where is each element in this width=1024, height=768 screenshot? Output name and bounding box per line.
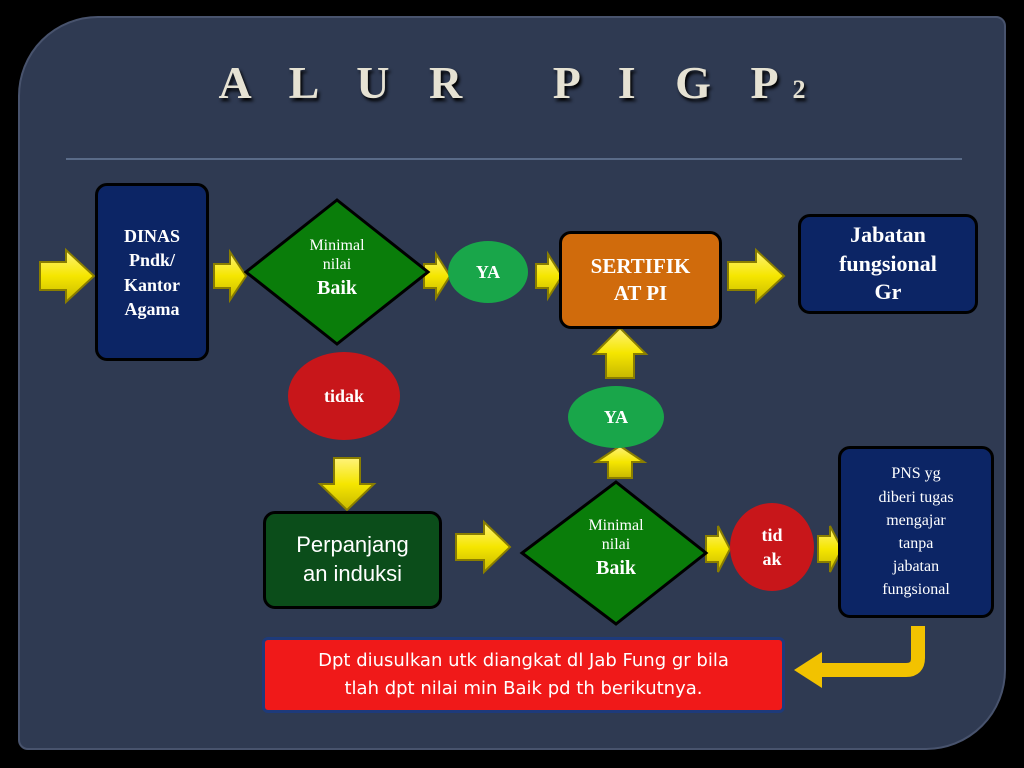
box-perpanjangan-label: Perpanjang an induksi	[296, 532, 409, 586]
box-dinas-label: DINAS Pndk/ Kantor Agama	[123, 226, 180, 319]
box-pns: PNS yg diberi tugas mengajar tanpa jabat…	[838, 446, 994, 618]
slide-background	[18, 16, 1006, 750]
return-arrowhead	[794, 652, 822, 688]
note-text: Dpt diusulkan utk diangkat dl Jab Fung g…	[318, 650, 729, 699]
arrow-down-1	[317, 457, 377, 512]
return-arrow	[820, 626, 925, 677]
title-divider	[66, 158, 962, 160]
box-pns-label: PNS yg diberi tugas mengajar tanpa jabat…	[878, 465, 954, 599]
ya-oval-top: YA	[448, 241, 528, 303]
box-sertifikat-label: SERTIFIK AT PI	[590, 253, 691, 305]
decision-diamond-bottom	[519, 480, 709, 626]
arrow-right-6	[455, 519, 512, 575]
box-jabatan-label: Jabatan fungsional Gr	[839, 222, 937, 305]
arrow-right-1	[39, 247, 96, 305]
tidak-oval-bottom: tid ak	[730, 503, 814, 591]
ya-oval-middle: YA	[568, 386, 664, 448]
arrow-right-5	[727, 247, 786, 305]
arrow-right-2	[213, 248, 248, 304]
decision-top-label: Minimal nilai Baik	[309, 237, 365, 300]
box-jabatan: Jabatan fungsional Gr	[798, 214, 978, 314]
arrow-right-3	[423, 250, 452, 302]
arrow-up-1	[591, 326, 649, 379]
arrow-right-4	[535, 250, 564, 302]
arrow-up-2	[592, 444, 648, 479]
arrow-right-7	[705, 525, 732, 573]
box-dinas: DINAS Pndk/ Kantor Agama	[95, 183, 209, 361]
page-title: A L U R P I G P2	[218, 57, 806, 108]
box-perpanjangan: Perpanjang an induksi	[263, 511, 442, 609]
arrow-right-8	[817, 525, 844, 573]
box-sertifikat: SERTIFIK AT PI	[559, 231, 722, 329]
note-box: Dpt diusulkan utk diangkat dl Jab Fung g…	[262, 637, 785, 713]
tidak-oval-top: tidak	[288, 352, 400, 440]
decision-diamond-top	[243, 198, 431, 346]
decision-bottom-label: Minimal nilai Baik	[588, 517, 644, 580]
